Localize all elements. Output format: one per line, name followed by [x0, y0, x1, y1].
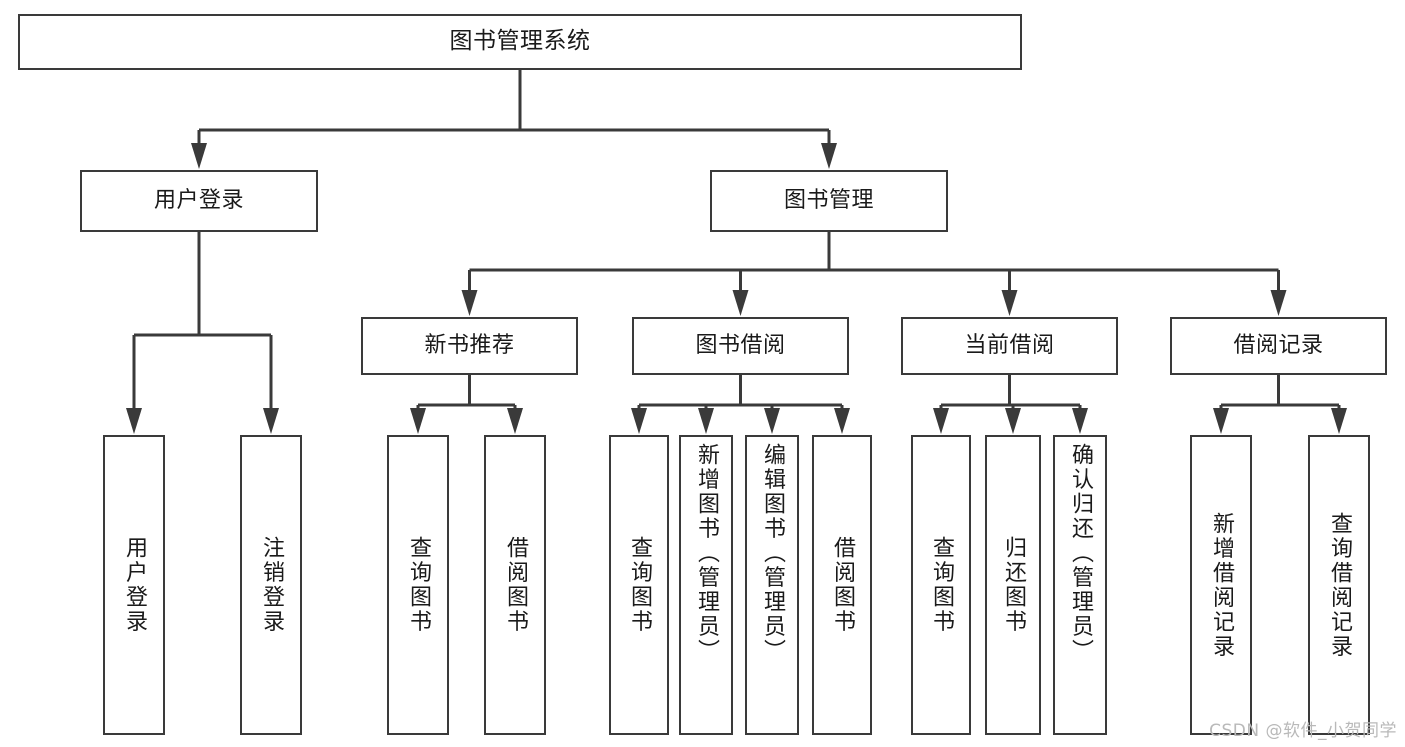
leaf-record-query-record[interactable]: 查询借阅记录	[1308, 435, 1370, 735]
node-label: 图书管理	[783, 188, 874, 214]
node-label: 查询图书	[928, 536, 954, 634]
leaf-new-query-book[interactable]: 查询图书	[387, 435, 449, 735]
node-label: 借阅图书	[502, 536, 528, 634]
leaf-borrow-query-book[interactable]: 查询图书	[609, 435, 669, 735]
node-user-login-module[interactable]: 用户登录	[80, 170, 318, 232]
leaf-current-confirm-return-admin[interactable]: 确认归还（管理员）	[1053, 435, 1107, 735]
leaf-user-login[interactable]: 用户登录	[103, 435, 165, 735]
node-label: 当前借阅	[964, 333, 1055, 359]
node-label: 查询借阅记录	[1326, 511, 1352, 659]
leaf-current-query-book[interactable]: 查询图书	[911, 435, 971, 735]
node-root-system[interactable]: 图书管理系统	[18, 14, 1022, 70]
node-label: 新增借阅记录	[1208, 511, 1234, 659]
node-label: 归还图书	[1000, 536, 1026, 634]
node-label: 用户登录	[153, 188, 244, 214]
leaf-new-borrow-book[interactable]: 借阅图书	[484, 435, 546, 735]
csdn-watermark: CSDN @软件_小贺同学	[1209, 721, 1397, 741]
node-label: 图书借阅	[695, 333, 786, 359]
leaf-record-add-record[interactable]: 新增借阅记录	[1190, 435, 1252, 735]
leaf-current-return-book[interactable]: 归还图书	[985, 435, 1041, 735]
leaf-borrow-borrow-book[interactable]: 借阅图书	[812, 435, 872, 735]
leaf-borrow-edit-book-admin[interactable]: 编辑图书（管理员）	[745, 435, 799, 735]
node-label: 借阅记录	[1233, 333, 1324, 359]
node-label: 用户登录	[121, 536, 147, 634]
leaf-borrow-add-book-admin[interactable]: 新增图书（管理员）	[679, 435, 733, 735]
node-book-management-module[interactable]: 图书管理	[710, 170, 948, 232]
leaf-user-logout[interactable]: 注销登录	[240, 435, 302, 735]
node-label: 借阅图书	[829, 536, 855, 634]
node-book-borrowing[interactable]: 图书借阅	[632, 317, 849, 375]
node-label: 图书管理系统	[449, 28, 591, 55]
node-label: 查询图书	[626, 536, 652, 634]
node-current-borrowing[interactable]: 当前借阅	[901, 317, 1118, 375]
node-borrowing-records[interactable]: 借阅记录	[1170, 317, 1387, 375]
node-label: 新书推荐	[424, 333, 515, 359]
node-label: 查询图书	[405, 536, 431, 634]
node-new-book-recommendation[interactable]: 新书推荐	[361, 317, 578, 375]
node-label: 编辑图书（管理员）	[759, 443, 785, 664]
node-label: 确认归还（管理员）	[1067, 443, 1093, 664]
node-label: 新增图书（管理员）	[693, 443, 719, 664]
node-label: 注销登录	[258, 536, 284, 634]
